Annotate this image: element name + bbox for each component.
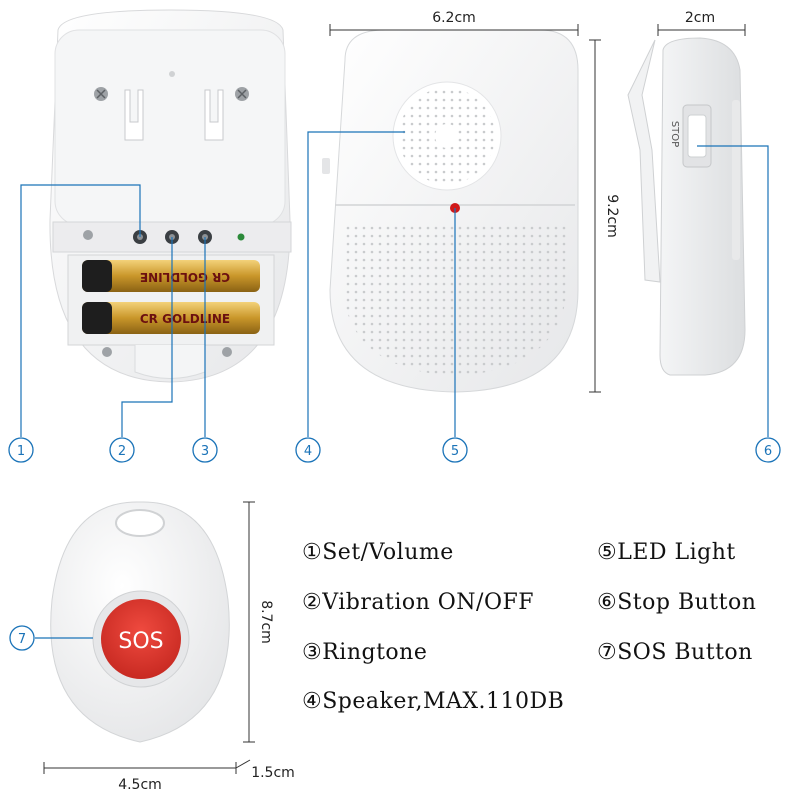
- dim-pendant-depth: 1.5cm: [251, 765, 295, 781]
- stop-label: STOP: [669, 121, 680, 147]
- battery: CR GOLDLINE: [82, 302, 260, 334]
- callout-number: 2: [118, 444, 126, 459]
- dimension-lines: [43, 24, 746, 774]
- callout-number: 1: [17, 444, 25, 459]
- receiver-back-view: CR GOLDLINE CR GOLDLINE: [49, 9, 292, 383]
- battery-brand: CR GOLDLINE: [140, 312, 230, 326]
- sos-button: [101, 599, 181, 679]
- callout-number: 7: [18, 632, 26, 647]
- callout-4: 4: [295, 437, 321, 463]
- sos-pendant: SOS: [50, 501, 230, 743]
- callout-1: 1: [8, 437, 34, 463]
- battery-brand: CR GOLDLINE: [140, 270, 230, 284]
- sos-label: SOS: [118, 629, 163, 654]
- callout-number: 3: [201, 444, 209, 459]
- screw-icon: [94, 87, 108, 101]
- receiver-side-view: STOP: [627, 37, 746, 376]
- legend-item-set-volume: ①Set/Volume: [302, 540, 454, 565]
- legend-item-led-light: ⑤LED Light: [597, 540, 736, 565]
- legend: ①Set/Volume ②Vibration ON/OFF ③Ringtone …: [302, 540, 756, 714]
- callout-7: 7: [9, 625, 35, 651]
- callout-5: 5: [442, 437, 468, 463]
- legend-item-speaker: ④Speaker,MAX.110DB: [302, 689, 564, 714]
- screw-icon: [235, 87, 249, 101]
- dim-receiver-width: 6.2cm: [432, 10, 476, 26]
- legend-item-vibration: ②Vibration ON/OFF: [302, 590, 534, 615]
- dim-pendant-width: 4.5cm: [118, 777, 162, 793]
- dim-pendant-height: 8.7cm: [258, 600, 274, 644]
- legend-item-stop-button: ⑥Stop Button: [597, 590, 756, 615]
- callout-leaders: [20, 131, 769, 639]
- legend-item-ringtone: ③Ringtone: [302, 640, 427, 665]
- callout-number: 4: [304, 444, 312, 459]
- callout-6: 6: [755, 437, 781, 463]
- dim-receiver-depth: 2cm: [685, 10, 715, 26]
- callout-number: 6: [764, 444, 772, 459]
- legend-item-sos-button: ⑦SOS Button: [597, 640, 753, 665]
- battery: CR GOLDLINE: [82, 260, 260, 292]
- callout-number: 5: [451, 444, 459, 459]
- receiver-front-view: [322, 29, 579, 393]
- callout-2: 2: [109, 437, 135, 463]
- speaker-grille: [392, 81, 502, 191]
- dim-receiver-height: 9.2cm: [604, 194, 620, 238]
- callout-3: 3: [192, 437, 218, 463]
- stop-button: [687, 114, 707, 158]
